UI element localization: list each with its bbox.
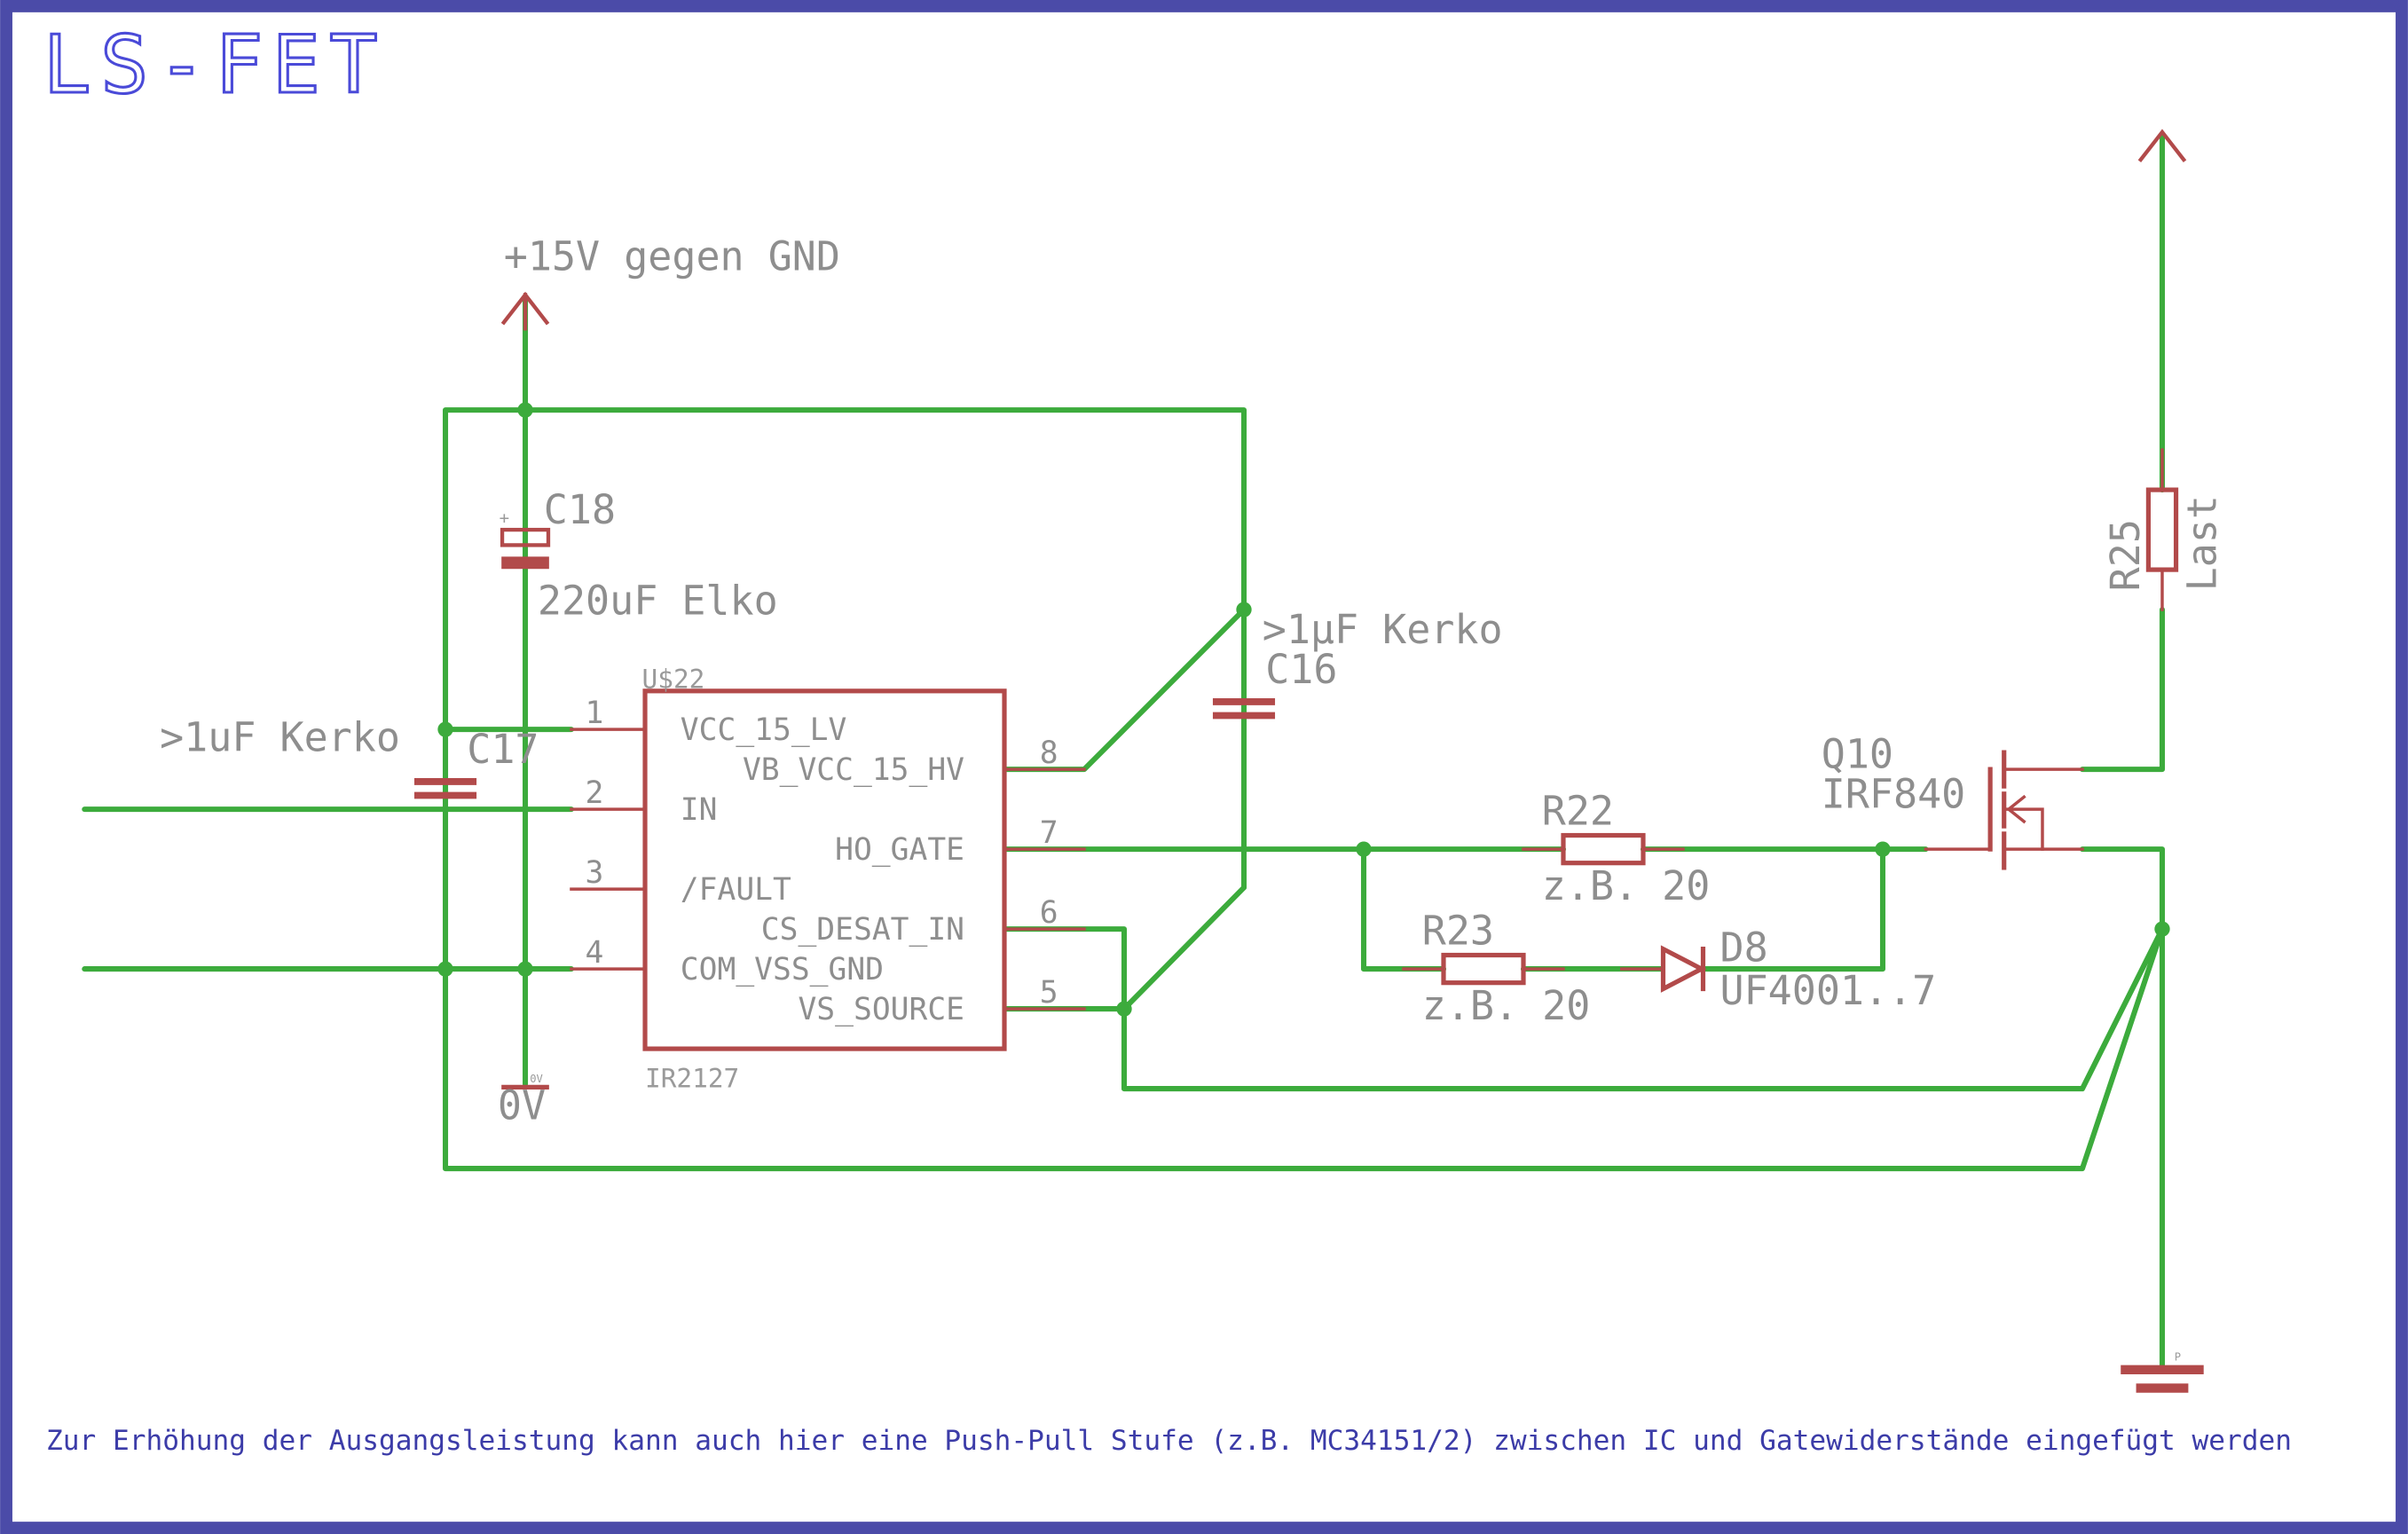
d8-value: UF4001..7	[1720, 967, 1937, 1014]
q10-ref: Q10	[1822, 730, 1893, 777]
diode-d8: D8 UF4001..7	[1620, 924, 1937, 1014]
c18-ref: C18	[544, 486, 616, 533]
pin-name: IN	[681, 792, 718, 828]
r23-ref: R23	[1422, 907, 1494, 954]
capacitor-c17: C17 >1uF Kerko	[160, 713, 539, 799]
pin-name: VCC_15_LV	[681, 712, 847, 748]
r22-ref: R22	[1542, 787, 1614, 834]
design-note: Zur Erhöhung der Ausgangsleistung kann a…	[46, 1425, 2292, 1457]
c16-ref: C16	[1265, 646, 1337, 693]
c18-value: 220uF Elko	[538, 577, 778, 624]
r25-ref: R25	[2102, 519, 2149, 591]
pin-number: 7	[1040, 815, 1058, 851]
pin-number: 2	[586, 775, 604, 811]
capacitor-c16: C16 >1µF Kerko	[1212, 606, 1503, 720]
ic-ir2127: U$22 IR2127 1 2 3 4 8 7 6 5 VCC_15_LV IN…	[570, 664, 1086, 1093]
vplus-label: +15V gegen GND	[504, 233, 840, 280]
pin-number: 5	[1040, 975, 1058, 1011]
sheet-title: LS-FET	[43, 19, 387, 112]
pin-name: CS_DESAT_IN	[761, 912, 964, 948]
pin-name: VS_SOURCE	[798, 992, 964, 1027]
power-ground-tiny-label: P	[2175, 1350, 2181, 1363]
pin-number: 1	[586, 696, 604, 731]
c17-value: >1uF Kerko	[160, 713, 400, 760]
pin-number: 6	[1040, 895, 1058, 931]
q10-value: IRF840	[1822, 770, 1966, 817]
resistor-r25: R25 Last	[2102, 448, 2226, 611]
mosfet-q10: Q10 IRF840	[1822, 730, 2084, 870]
power-ground-symbol: P	[2121, 1350, 2204, 1393]
pin-name: COM_VSS_GND	[681, 952, 884, 987]
vplus-supply-symbol: +15V gegen GND	[500, 233, 840, 331]
pin-number: 8	[1040, 736, 1058, 771]
r23-value: z.B. 20	[1422, 982, 1591, 1029]
resistor-r22: R22 z.B. 20	[1522, 787, 1711, 909]
ground-tiny-label: 0V	[530, 1073, 543, 1085]
r25-value: Last	[2179, 495, 2226, 591]
load-supply-arrow	[2137, 129, 2187, 163]
pin-name: /FAULT	[681, 872, 791, 908]
ic-ref: U$22	[642, 664, 705, 694]
capacitor-c18: + C18 220uF Elko	[500, 486, 778, 624]
pin-name: VB_VCC_15_HV	[743, 752, 964, 788]
pin-name: HO_GATE	[835, 832, 964, 868]
c16-value: >1µF Kerko	[1263, 606, 1503, 653]
wires	[82, 132, 2166, 1370]
ground-label: 0V	[498, 1082, 546, 1129]
d8-ref: D8	[1720, 924, 1768, 971]
resistor-r23: R23 z.B. 20	[1402, 907, 1591, 1029]
c17-ref: C17	[467, 726, 539, 773]
pin-number: 3	[586, 855, 604, 891]
junctions	[437, 402, 2170, 1017]
pin-number: 4	[586, 935, 604, 971]
c18-polarity: +	[500, 508, 509, 528]
ground-symbol-0v: 0V 0V	[498, 1073, 549, 1129]
ic-part: IR2127	[645, 1063, 739, 1093]
r22-value: z.B. 20	[1542, 862, 1711, 909]
